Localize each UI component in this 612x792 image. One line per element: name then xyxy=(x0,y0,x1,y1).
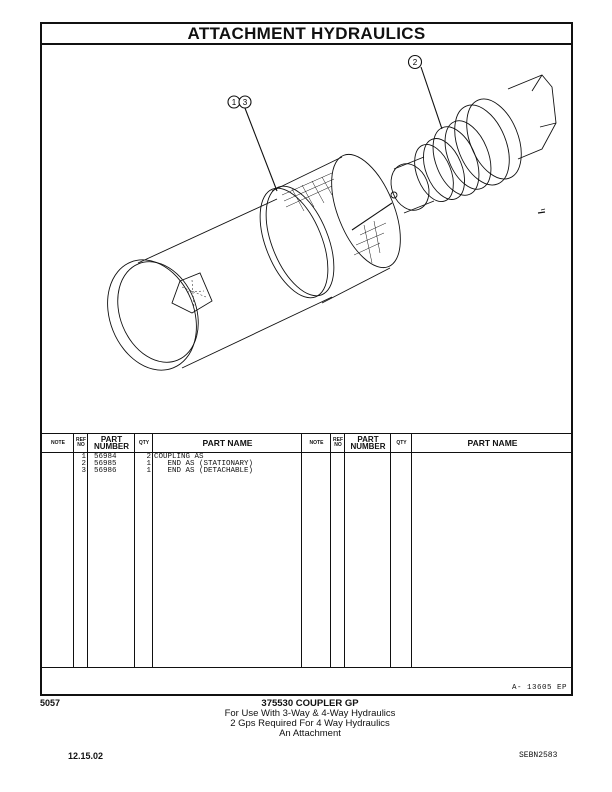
table-row: 2 56985 1 END AS (STATIONARY) xyxy=(42,460,571,468)
col-part-number-right xyxy=(345,434,391,667)
header-ref-label: REF xyxy=(76,437,86,443)
header-part-label: PART xyxy=(100,435,123,444)
callout-label-1: 1 xyxy=(232,98,237,107)
table-row: 3 56986 1 END AS (DETACHABLE) xyxy=(42,467,571,475)
group-caption: 375530 COUPLER GP For Use With 3-Way & 4… xyxy=(150,699,470,739)
col-part-number-left xyxy=(88,434,135,667)
header-ref-right: REF NO xyxy=(331,434,345,452)
qty: 1 xyxy=(146,467,151,475)
col-ref-left xyxy=(74,434,88,667)
header-part-name-right: PART NAME xyxy=(467,438,518,448)
table-row: 1 56984 2 COUPLING AS xyxy=(42,453,571,461)
coupler-illustration: 1 3 2 xyxy=(107,54,557,371)
ref-no: 2 xyxy=(81,460,86,468)
document-code: SEBN2583 xyxy=(519,751,558,760)
callout-2: 2 xyxy=(407,54,423,70)
table-header: NOTE REF NO PART NUMBER QTY PART NAME NO… xyxy=(42,434,571,453)
revision-date: 12.15.02 xyxy=(68,751,104,761)
header-ref-left: REF NO xyxy=(74,434,88,452)
caption-line-3: An Attachment xyxy=(279,728,341,739)
header-number-label: NUMBER xyxy=(93,442,130,451)
part-number: 56986 xyxy=(94,467,117,475)
callout-1-3: 1 3 xyxy=(227,95,252,109)
ref-no: 3 xyxy=(81,467,86,475)
header-note-right: NOTE xyxy=(309,439,324,446)
caption-line-1: For Use With 3-Way & 4-Way Hydraulics xyxy=(224,708,396,719)
col-ref-right xyxy=(331,434,345,667)
header-ref-label: REF xyxy=(333,437,343,443)
page-number: 5057 xyxy=(40,698,61,708)
svg-text:2: 2 xyxy=(413,58,418,67)
qty: 2 xyxy=(146,453,151,461)
header-no-label: NO xyxy=(77,442,85,448)
header-number-label: NUMBER xyxy=(350,442,386,451)
part-name: END AS (DETACHABLE) xyxy=(154,467,254,475)
header-part-number-right: PART NUMBER xyxy=(345,434,391,452)
header-qty-left: QTY xyxy=(138,439,150,446)
qty: 1 xyxy=(146,460,151,468)
exploded-view-drawing: 1 3 2 xyxy=(42,45,571,433)
parts-page-frame: ATTACHMENT HYDRAULICS xyxy=(40,22,573,696)
parts-list-table: NOTE REF NO PART NUMBER QTY PART NAME NO… xyxy=(42,433,571,668)
group-title: 375530 COUPLER GP xyxy=(261,698,359,709)
ref-no: 1 xyxy=(81,453,86,461)
header-part-number-left: PART NUMBER xyxy=(88,434,135,452)
part-number: 56984 xyxy=(94,453,117,461)
col-note-left xyxy=(42,434,74,667)
header-part-name-left: PART NAME xyxy=(202,438,253,448)
caption-line-2: 2 Gps Required For 4 Way Hydraulics xyxy=(230,718,390,729)
col-qty-right xyxy=(391,434,412,667)
part-name: COUPLING AS xyxy=(154,453,204,461)
col-part-name-left xyxy=(153,434,302,667)
part-number: 56985 xyxy=(94,460,117,468)
part-name: END AS (STATIONARY) xyxy=(154,460,254,468)
header-note-left: NOTE xyxy=(51,439,65,446)
illustration-reference: A- 13605 EP xyxy=(511,684,567,692)
header-part-label: PART xyxy=(357,435,379,444)
header-qty-right: QTY xyxy=(396,439,407,446)
header-no-label: NO xyxy=(334,442,342,448)
col-note-right xyxy=(302,434,331,667)
col-qty-left xyxy=(135,434,153,667)
page-title: ATTACHMENT HYDRAULICS xyxy=(42,24,571,45)
callout-label-3: 3 xyxy=(243,98,248,107)
